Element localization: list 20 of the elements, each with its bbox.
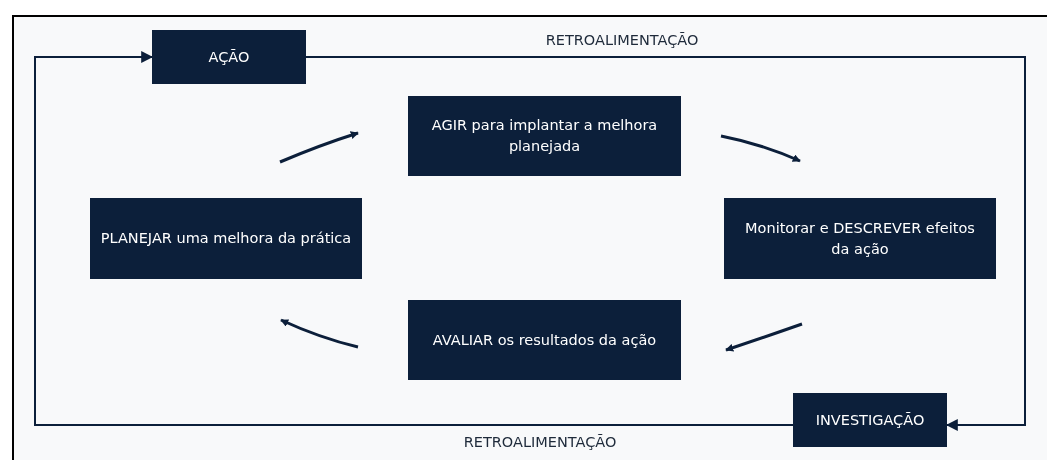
box-label: AVALIAR os resultados da ação (432, 330, 657, 350)
arrow (720, 134, 801, 163)
box-label: PLANEJAR uma melhora da prática (100, 229, 352, 248)
edge-label: RETROALIMENTAÇÃO (544, 32, 700, 48)
arrow (34, 51, 794, 426)
process-box (408, 96, 681, 176)
process-box (152, 30, 306, 84)
box-label: INVESTIGAÇÃO (815, 410, 925, 430)
process-box (90, 198, 362, 279)
arrow (305, 56, 1026, 431)
arrow (279, 131, 359, 164)
process-box (793, 393, 947, 447)
edge-label: RETROALIMENTAÇÃO (462, 434, 618, 450)
box-label: AGIR para implantar a melhora planejada (430, 116, 659, 156)
box-label: Monitorar e DESCREVER efeitos da ação (744, 218, 976, 259)
process-box (724, 198, 996, 279)
arrow (725, 322, 803, 352)
box-label: AÇÃO (208, 47, 250, 67)
arrow (280, 318, 359, 349)
process-box (408, 300, 681, 380)
